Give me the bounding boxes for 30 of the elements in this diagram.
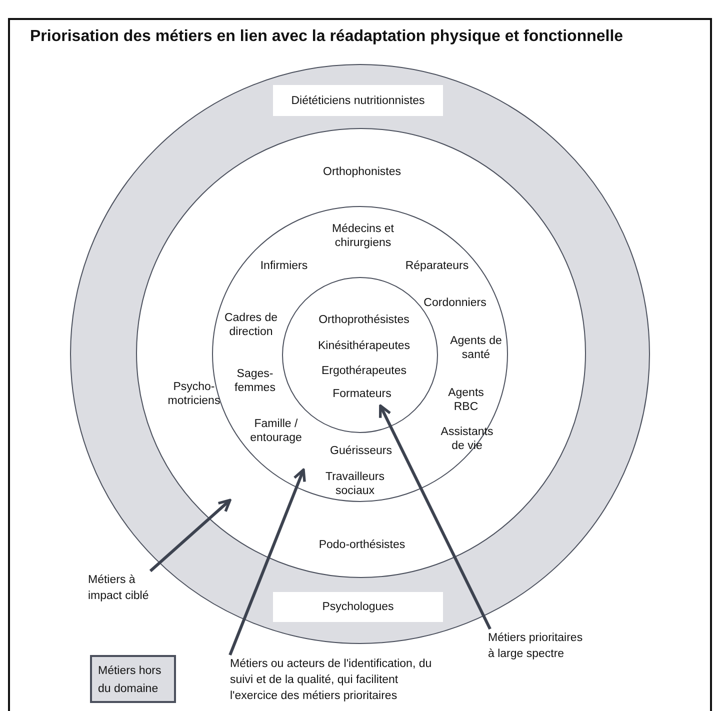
job-label: Ergothérapeutes — [320, 364, 408, 378]
job-label: Kinésithérapeutes — [316, 339, 412, 353]
leader-label: Métiers ou acteurs de l'identification, du suivi et de la qualité, qui facilitent l'exercice des métiers prioritaires — [230, 656, 442, 704]
job-label: Infirmiers — [259, 259, 309, 273]
job-label: Famille / entourage — [249, 417, 303, 445]
job-label: Diététiciens nutritionnistes — [290, 94, 426, 108]
job-label: Podo-orthésistes — [318, 538, 406, 552]
diagram-title: Priorisation des métiers en lien avec la réadaptation physique et fonctionnelle — [30, 28, 624, 46]
job-label: Cordonniers — [422, 296, 488, 310]
legend-label: Métiers hors du domaine — [98, 665, 162, 695]
arrow — [149, 498, 232, 572]
job-label: Orthoprothésistes — [318, 313, 410, 327]
job-label: Formateurs — [332, 387, 392, 401]
job-label: Psycho-motriciens — [166, 380, 222, 408]
job-label: Cadres de direction — [223, 311, 279, 339]
leader-label: Métiers prioritaires à large spectre — [488, 630, 592, 662]
arrow — [228, 468, 306, 656]
job-label: Orthophonistes — [322, 165, 402, 179]
arrow — [378, 404, 492, 630]
job-label: Guérisseurs — [329, 444, 393, 458]
leader-label: Métiers à impact ciblé — [88, 572, 166, 604]
job-label: Réparateurs — [404, 259, 470, 273]
job-label: Agents RBC — [447, 386, 485, 414]
job-label: Psychologues — [321, 600, 395, 614]
job-label: Médecins et chirurgiens — [330, 222, 395, 250]
job-label: Sages-femmes — [234, 367, 276, 395]
label-box — [273, 592, 443, 622]
job-label: Agents de santé — [449, 334, 503, 362]
job-label: Travailleurs sociaux — [324, 470, 386, 498]
label-box — [273, 85, 443, 116]
